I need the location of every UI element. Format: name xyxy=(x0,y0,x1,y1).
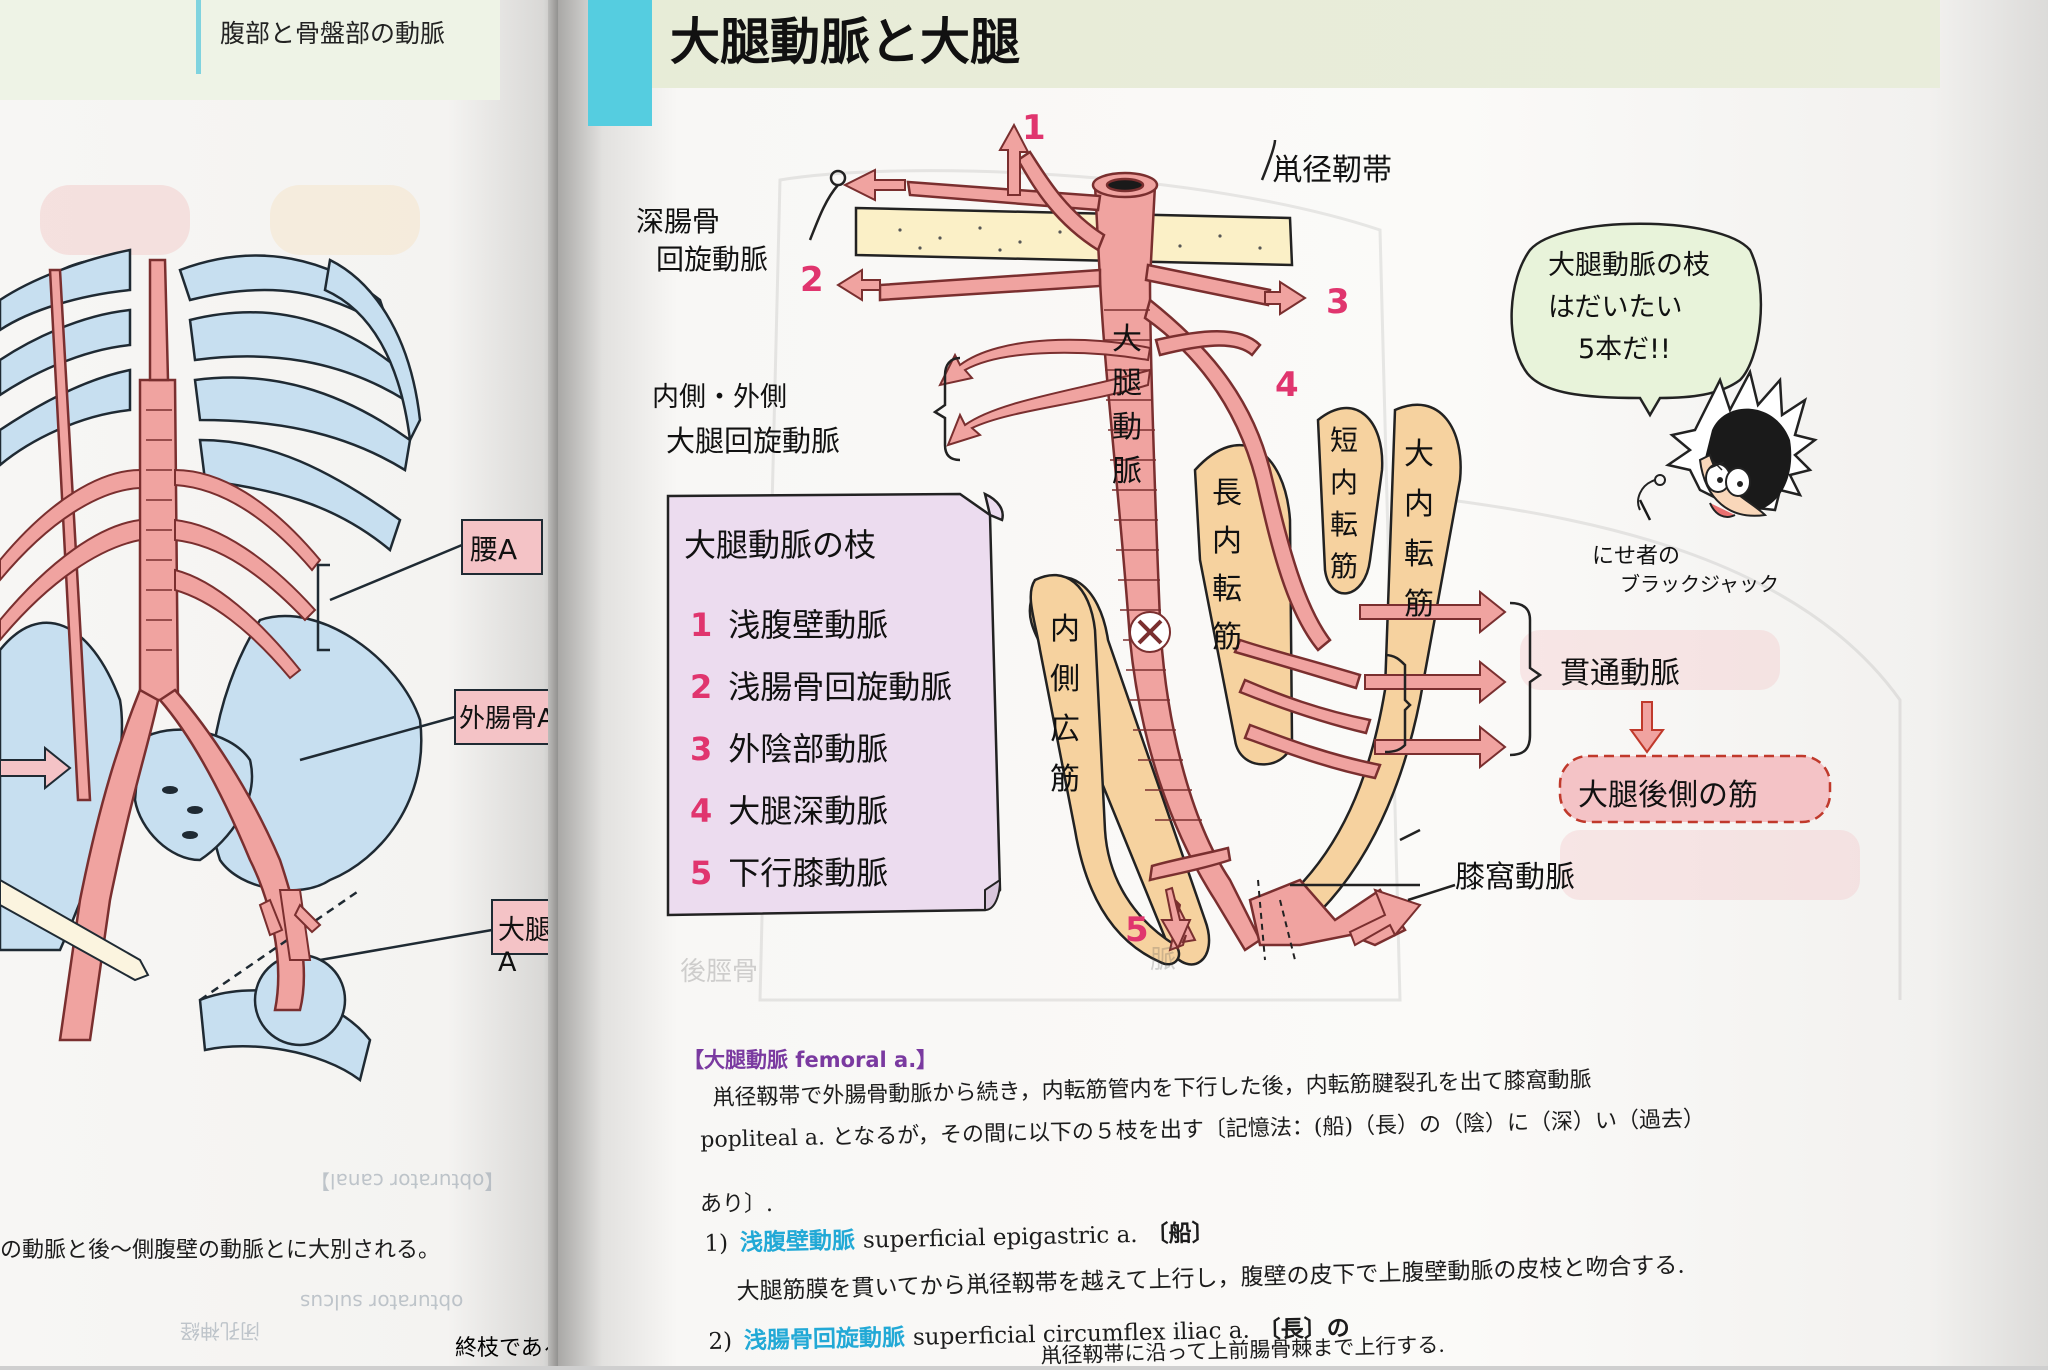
abdominal-artery-illustration xyxy=(0,185,560,1083)
label-inguinal-ligament: 鼡径靭帯 xyxy=(1272,153,1392,188)
character-caption-1: にせ者の xyxy=(1592,544,1681,569)
right-page-header xyxy=(590,0,1940,88)
branch-item: 3 外陰部動脈 xyxy=(690,724,952,786)
speech-bubble-line-3: 5本だ!! xyxy=(1578,334,1671,365)
item-1-number: 1) xyxy=(704,1230,729,1257)
left-body-text-line: の動脈と後～側腹壁の動脈とに大別される。 xyxy=(0,1238,441,1263)
item-2-number: 2) xyxy=(708,1328,733,1355)
branch-item: 1 浅腹壁動脈 xyxy=(690,600,952,662)
branch-number: 2 xyxy=(690,668,713,706)
item-1-latin: superficial epigastric a. xyxy=(862,1221,1138,1254)
label-medial-lateral-2: 大腿回旋動脈 xyxy=(666,424,841,458)
branch-name: 大腿深動脈 xyxy=(728,792,889,830)
left-bottom-text: 終枝である xyxy=(455,1336,565,1361)
branch-number: 1 xyxy=(690,606,713,644)
branch-number: 4 xyxy=(690,792,713,830)
label-medial-lateral-1: 内側・外側 xyxy=(652,382,787,413)
speech-bubble xyxy=(1510,222,1763,418)
label-great-adductor: 大内転筋 xyxy=(1404,437,1434,622)
branch-number: 5 xyxy=(690,854,713,892)
right-header-accent-block xyxy=(588,0,652,126)
number-1: 1 xyxy=(1022,108,1046,148)
item-1-name: 浅腹壁動脈 xyxy=(739,1227,856,1257)
left-page-header xyxy=(0,0,500,100)
branch-item: 2 浅腸骨回旋動脈 xyxy=(690,662,952,724)
branch-item: 4 大腿深動脈 xyxy=(690,786,952,848)
branch-name: 外陰部動脈 xyxy=(728,730,889,768)
character-illustration xyxy=(1664,368,1818,518)
number-2: 2 xyxy=(800,260,824,300)
label-femoral-artery-vertical: 大腿動脈 xyxy=(1112,322,1142,489)
cross-mark xyxy=(1129,611,1171,653)
speech-bubble-line-2: はだいたい xyxy=(1548,292,1683,323)
branch-name: 下行膝動脈 xyxy=(728,854,889,892)
speech-bubble-text: 大腿動脈の枝 はだいたい 5本だ!! xyxy=(1548,245,1748,371)
branch-arrows xyxy=(836,122,1507,952)
label-deep-circumflex-1: 深腸骨 xyxy=(636,205,721,238)
branch-item: 5 下行膝動脈 xyxy=(690,848,952,910)
label-femoral-artery-left: 大腿A xyxy=(498,915,552,978)
item-1-memo: 〔船〕 xyxy=(1145,1220,1215,1248)
section-title: 【大腿動脈 femoral a.】 xyxy=(683,1048,938,1072)
right-page-title: 大腿動脈と大腿 xyxy=(670,13,1020,71)
branch-number: 3 xyxy=(690,730,713,768)
label-lumbar-artery: 腰A xyxy=(470,533,518,566)
svg-text:後脛骨: 後脛骨 xyxy=(680,957,758,987)
label-perforating-arteries: 貫通動脈 xyxy=(1560,656,1680,691)
label-long-adductor: 長内転筋 xyxy=(1212,476,1242,655)
label-popliteal-artery: 膝窩動脈 xyxy=(1455,860,1575,895)
number-3: 3 xyxy=(1326,282,1350,322)
label-external-iliac-artery: 外腸骨A xyxy=(459,704,555,734)
left-header-accent-bar xyxy=(196,0,201,74)
number-5: 5 xyxy=(1125,910,1149,950)
left-page-title: 腹部と骨盤部の動脈 xyxy=(220,19,446,48)
character-caption-2: ブラックジャック xyxy=(1620,572,1779,596)
label-short-adductor: 短内転筋 xyxy=(1330,424,1359,583)
posterior-thigh-box xyxy=(1558,754,1832,824)
branches-list: 1 浅腹壁動脈 2 浅腸骨回旋動脈 3 外陰部動脈 4 大腿深動脈 5 下行膝動脈 xyxy=(690,600,952,910)
label-deep-circumflex-2: 回旋動脈 xyxy=(656,243,769,276)
branch-name: 浅腹壁動脈 xyxy=(728,606,889,644)
number-4: 4 xyxy=(1275,365,1299,405)
label-vastus-medialis: 内側広筋 xyxy=(1050,612,1080,797)
branch-name: 浅腸骨回旋動脈 xyxy=(728,668,953,706)
speech-bubble-line-1: 大腿動脈の枝 xyxy=(1548,250,1710,281)
label-posterior-thigh: 大腿後側の筋 xyxy=(1578,778,1758,813)
svg-text:脈: 脈 xyxy=(1150,945,1176,975)
body-line-3: あり〕. xyxy=(700,1192,773,1217)
branches-box-title: 大腿動脈の枝 xyxy=(684,526,877,564)
item-2-name: 浅腸骨回旋動脈 xyxy=(743,1324,906,1355)
left-page: 腹部と骨盤部の動脈 xyxy=(0,0,609,1366)
